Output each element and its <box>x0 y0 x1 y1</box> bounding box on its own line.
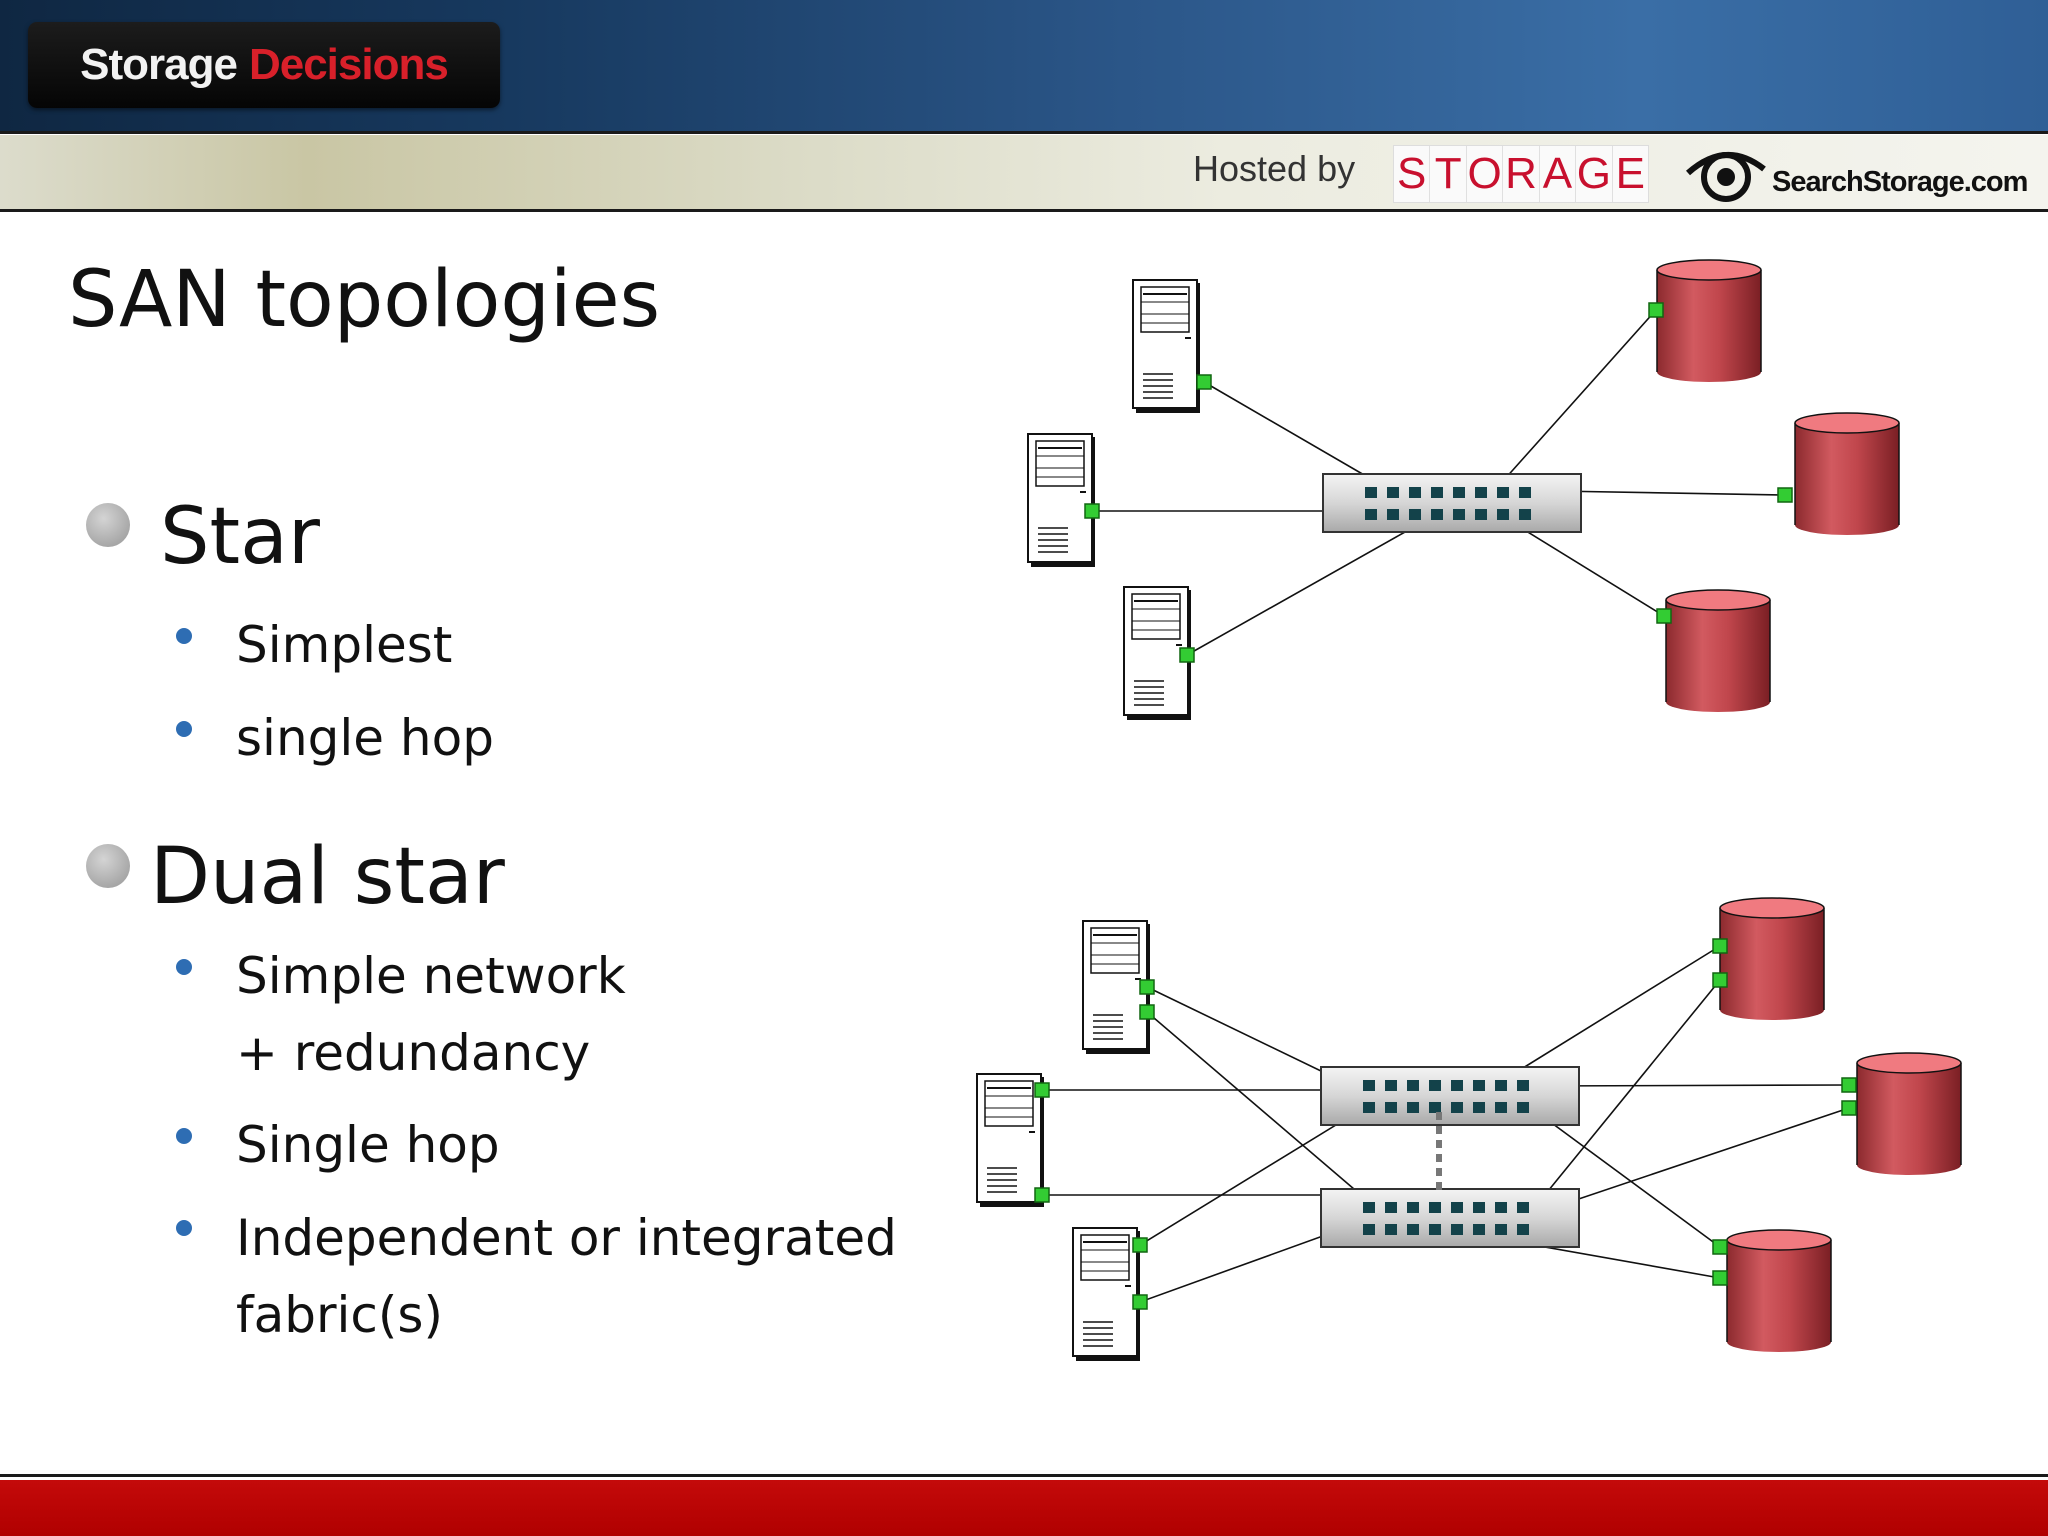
point-text-continued: + redundancy <box>236 1024 591 1082</box>
point-text-continued: fabric(s) <box>236 1286 443 1344</box>
storage-disk-icon <box>1656 259 1762 383</box>
server-icon <box>1027 433 1096 568</box>
star-topology-diagram <box>1027 259 1900 721</box>
server-icon <box>1132 279 1201 414</box>
bullet-level1 <box>86 503 130 547</box>
bullet-level1 <box>86 844 130 888</box>
storage-decisions-logo: Storage Decisions <box>28 22 500 108</box>
storage-disk-icon <box>1726 1229 1832 1353</box>
section-heading-dual-star: Dual star <box>150 832 505 922</box>
storage-magazine-logo: S T O R A G E <box>1393 145 1649 203</box>
slide-title: SAN topologies <box>68 255 661 345</box>
storage-disk-icon <box>1856 1052 1962 1176</box>
point-text: single hop <box>236 709 494 767</box>
footer-divider <box>0 1474 2048 1477</box>
storage-letter: O <box>1467 146 1504 202</box>
server-icon <box>976 1073 1045 1208</box>
fc-switch-b <box>1320 1188 1580 1248</box>
bullet-level2 <box>176 721 192 737</box>
fc-switch-a <box>1320 1066 1580 1126</box>
point-text: Simplest <box>236 616 453 674</box>
header-divider-lower <box>0 209 2048 212</box>
storage-letter: T <box>1430 146 1467 202</box>
storage-disk-icon <box>1665 589 1771 713</box>
storage-letter: A <box>1540 146 1577 202</box>
point-text: Independent or integrated <box>236 1209 897 1267</box>
hosted-by-label: Hosted by <box>1193 148 1356 189</box>
searchstorage-wordmark: SearchStorage.com <box>1772 166 2028 198</box>
storage-letter: S <box>1394 146 1431 202</box>
logo-word-decisions: Decisions <box>248 40 449 89</box>
dual-star-topology-diagram <box>976 897 1962 1362</box>
storage-disk-icon <box>1794 412 1900 536</box>
header-divider <box>0 131 2048 134</box>
point-text: Single hop <box>236 1116 500 1174</box>
bullet-level2 <box>176 628 192 644</box>
storage-letter: G <box>1576 146 1613 202</box>
storage-letter: R <box>1503 146 1540 202</box>
fc-switch <box>1322 473 1582 533</box>
bullet-level2 <box>176 1220 192 1236</box>
storage-disk-icon <box>1719 897 1825 1021</box>
server-icon <box>1072 1227 1141 1362</box>
point-text: Simple network <box>236 947 626 1005</box>
bullet-level2 <box>176 959 192 975</box>
footer-bar <box>0 1480 2048 1536</box>
bullet-level2 <box>176 1128 192 1144</box>
section-heading-star: Star <box>160 492 320 582</box>
logo-word-storage: Storage <box>80 40 238 89</box>
searchstorage-eye-icon <box>1686 152 1766 202</box>
storage-letter: E <box>1615 149 1645 198</box>
